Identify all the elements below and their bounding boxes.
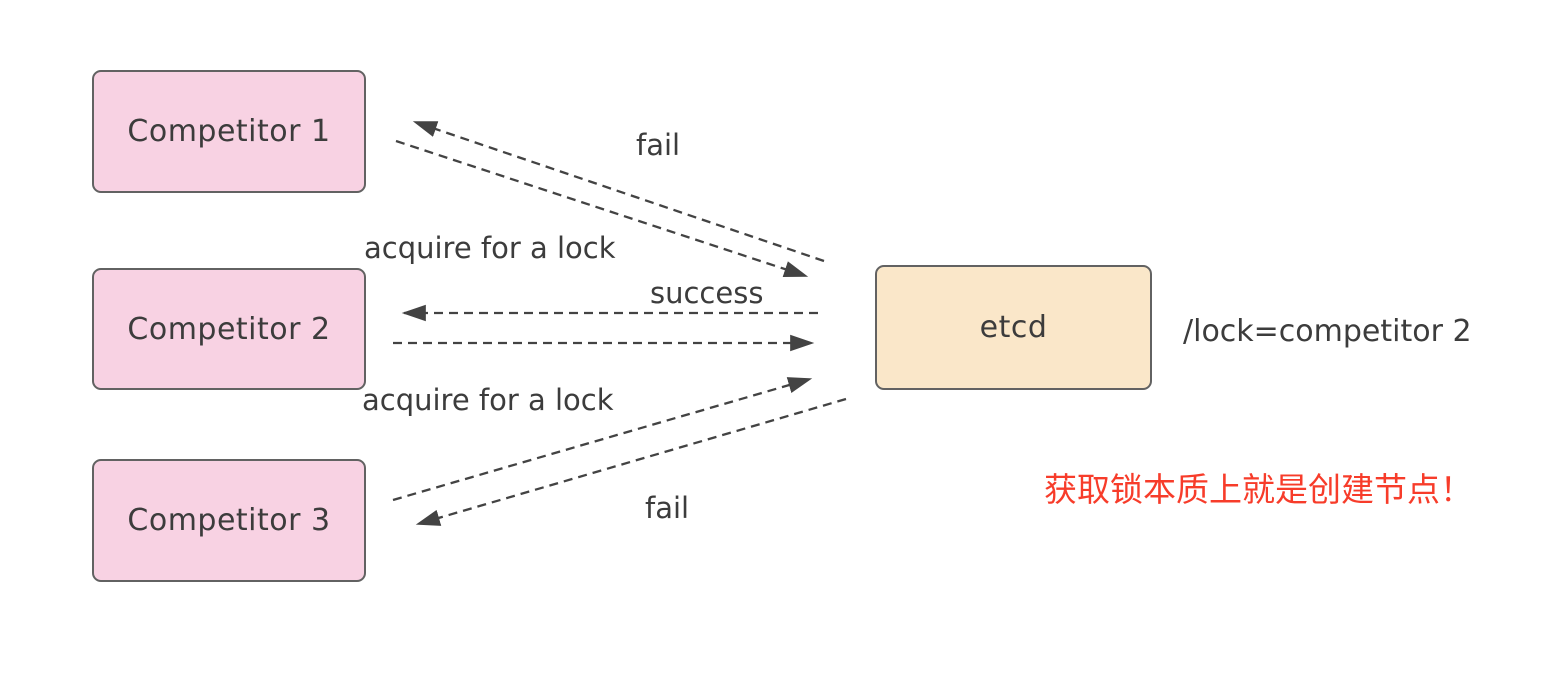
arrow-request-competitor1-to-etcd — [395, 139, 809, 278]
edge-label-success-competitor2: success — [650, 276, 764, 310]
node-competitor-2-label: Competitor 2 — [127, 311, 331, 347]
arrow-fail-to-competitor1 — [412, 120, 825, 263]
node-competitor-3: Competitor 3 — [92, 459, 366, 582]
edge-label-acquire-lock-top: acquire for a lock — [364, 231, 616, 265]
edge-label-acquire-lock-bottom: acquire for a lock — [362, 383, 614, 417]
node-etcd: etcd — [875, 265, 1152, 390]
arrow-fail-to-competitor3 — [415, 397, 847, 526]
node-competitor-3-label: Competitor 3 — [127, 503, 331, 538]
lock-key-value-annotation: /lock=competitor 2 — [1183, 314, 1472, 349]
chinese-note-annotation: 获取锁本质上就是创建节点！ — [1044, 470, 1473, 509]
node-competitor-1-label: Competitor 1 — [127, 114, 331, 149]
node-competitor-2: Competitor 2 — [92, 268, 366, 390]
node-competitor-1: Competitor 1 — [92, 70, 366, 193]
arrow-request-competitor3-to-etcd — [392, 377, 813, 502]
edge-label-fail-competitor3: fail — [645, 491, 690, 525]
edge-label-fail-competitor1: fail — [636, 128, 681, 162]
node-etcd-label: etcd — [979, 310, 1048, 345]
